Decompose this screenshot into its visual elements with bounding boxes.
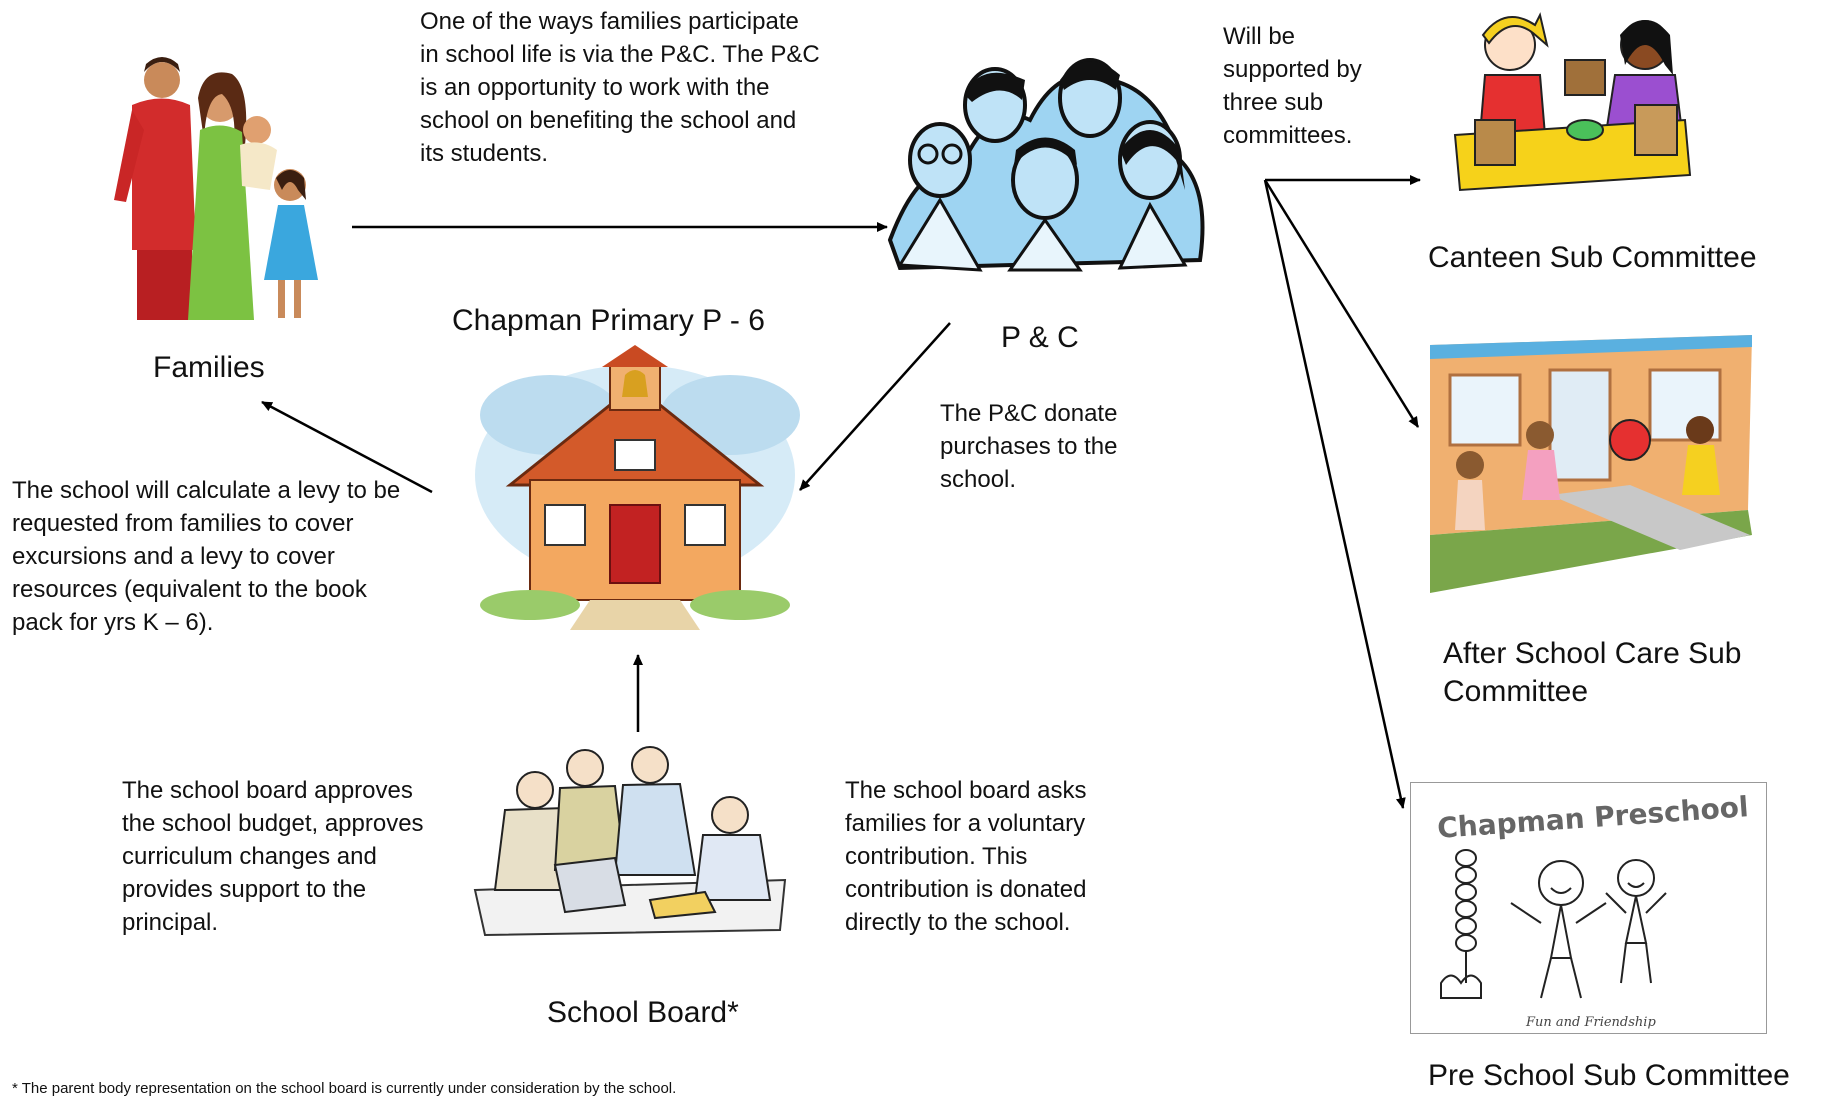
footnote: * The parent body representation on the …: [12, 1080, 677, 1097]
note-board-contribution: The school board asks families for a vol…: [845, 777, 1087, 936]
school-image: [470, 345, 800, 630]
node-pc: P & C: [1001, 321, 1079, 354]
arrow-pc-to-preschool: [1263, 179, 1406, 809]
arrow-pc-to-afterschool: [1263, 179, 1420, 428]
canteen-image: [1445, 5, 1695, 210]
note-school-levy: The school will calculate a levy to be r…: [12, 477, 401, 636]
school-board-image: [465, 740, 790, 940]
note-board-approves: The school board approves the school bud…: [122, 777, 424, 936]
node-canteen: Canteen Sub Committee: [1428, 241, 1757, 274]
after-school-care-image: [1430, 335, 1755, 595]
note-families-to-pc: One of the ways families participate in …: [420, 8, 820, 167]
node-school: Chapman Primary P - 6: [452, 304, 765, 337]
node-after-school-care-label: After School Care Sub Committee: [1443, 637, 1742, 708]
note-pc-donate: The P&C donate purchases to the school.: [940, 400, 1118, 493]
node-after-school-care: After School Care Sub Committee: [1443, 635, 1813, 711]
families-image: [92, 50, 332, 325]
node-families: Families: [153, 351, 265, 384]
node-school-board: School Board*: [547, 996, 739, 1029]
preschool-logo-tagline: Fun and Friendship: [1526, 1015, 1656, 1030]
arrow-pc-to-school: [799, 322, 951, 491]
arrow-school-to-families: [261, 400, 433, 494]
preschool-logo-image: Chapman Preschool Fun and Friendship: [1410, 782, 1767, 1034]
pc-people-image: [880, 40, 1215, 280]
note-pc-subcommittees: Will be supported by three sub committee…: [1223, 23, 1362, 149]
node-preschool: Pre School Sub Committee: [1428, 1059, 1790, 1092]
